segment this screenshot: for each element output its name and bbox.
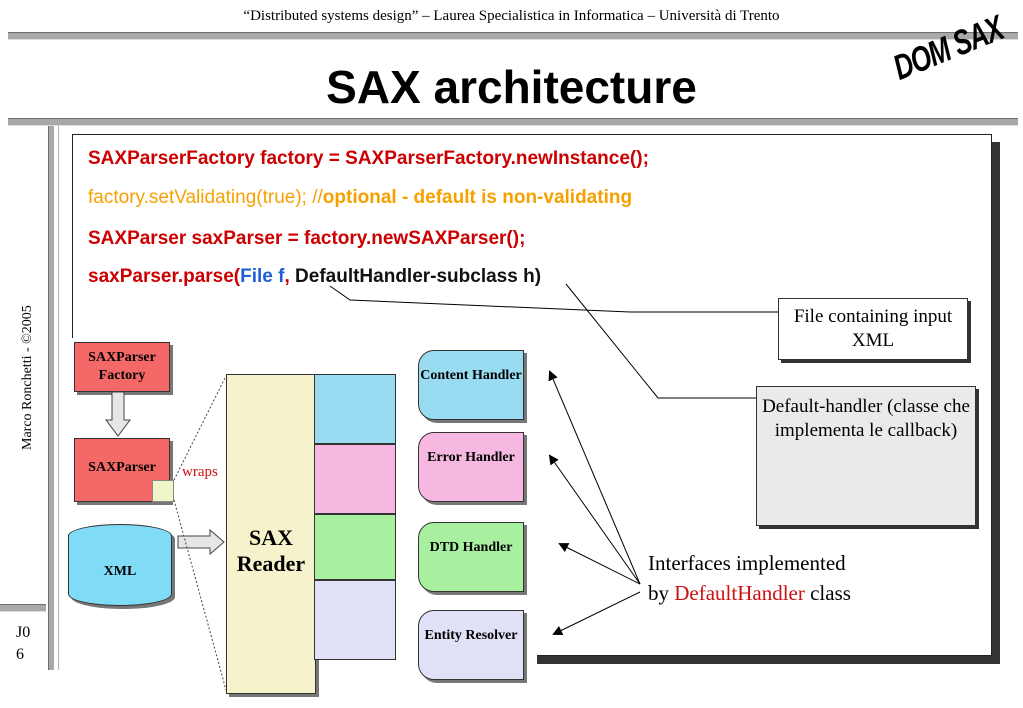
saxparser-box: SAXParser xyxy=(74,438,170,502)
code-line-2-comment: optional - default is non-validating xyxy=(322,187,633,208)
xml-source-cylinder: XML xyxy=(68,524,172,606)
entity-resolver-box: Entity Resolver xyxy=(418,610,524,680)
code-line-4-comma: , xyxy=(284,266,296,287)
code-line-1: SAXParserFactory factory = SAXParserFact… xyxy=(88,148,649,169)
code-line-2: factory.setValidating(true); //optional … xyxy=(88,187,632,209)
entity-resolver-strip xyxy=(314,580,396,660)
interfaces-note-line-1: Interfaces implemented xyxy=(648,551,846,575)
code-line-2-statement: factory.setValidating(true); // xyxy=(88,187,323,208)
wrapped-reader-slot xyxy=(152,480,174,502)
dtd-handler-strip xyxy=(314,514,396,580)
content-handler-box: Content Handler xyxy=(418,350,524,420)
code-line-4-call: saxParser.parse( xyxy=(88,266,241,287)
code-line-4: saxParser.parse(File f, DefaultHandler-s… xyxy=(88,266,541,288)
error-handler-box: Error Handler xyxy=(418,432,524,502)
wraps-label: wraps xyxy=(182,464,218,480)
top-rule xyxy=(8,32,1018,40)
default-handler-callout: Default-handler (classe che implementa l… xyxy=(756,386,976,526)
slide-number: J0 6 xyxy=(16,624,31,663)
code-line-4-file-param: File f xyxy=(240,266,285,287)
interfaces-note-class: class xyxy=(804,581,851,605)
sax-reader-box: SAX Reader xyxy=(226,374,316,694)
error-handler-strip xyxy=(314,444,396,514)
left-frame-line-inner xyxy=(58,126,59,670)
interfaces-note-line-2: by DefaultHandler class xyxy=(648,578,851,608)
slide-title: SAX architecture xyxy=(326,61,697,113)
left-small-rule xyxy=(0,604,46,612)
title-rule xyxy=(8,118,1018,126)
left-frame-line xyxy=(48,126,54,670)
interfaces-note: Interfaces implemented by DefaultHandler… xyxy=(648,548,851,608)
interfaces-note-by: by xyxy=(648,581,675,605)
saxparser-factory-box: SAXParser Factory xyxy=(74,342,170,392)
author-sidebar: Marco Ronchetti - ©2005 xyxy=(20,305,35,450)
code-line-3: SAXParser saxParser = factory.newSAXPars… xyxy=(88,228,526,249)
sax-architecture-diagram: SAXParser Factory SAXParser wraps XML SA… xyxy=(62,338,537,694)
course-header: “Distributed systems design” – Laurea Sp… xyxy=(243,8,780,24)
content-handler-strip xyxy=(314,374,396,444)
file-callout: File containing input XML xyxy=(778,298,968,360)
dtd-handler-box: DTD Handler xyxy=(418,522,524,592)
code-line-4-handler-param: DefaultHandler-subclass h) xyxy=(295,266,542,287)
interfaces-note-defaulthandler: DefaultHandler xyxy=(674,581,805,605)
